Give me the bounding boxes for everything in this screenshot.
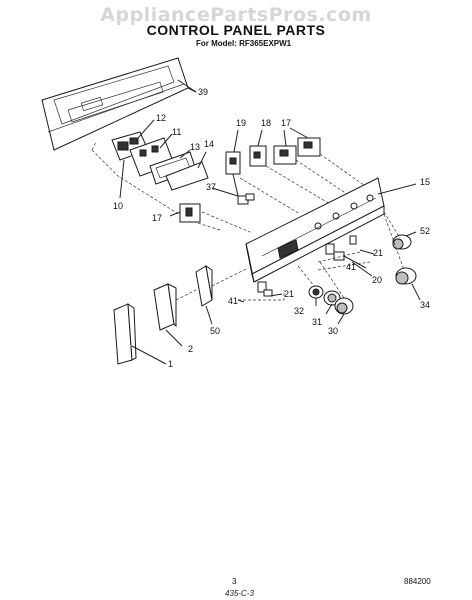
part-50-side-bracket — [195, 264, 249, 307]
part-37-clip — [237, 193, 255, 205]
callout-21-upper: 21 — [373, 248, 384, 258]
diagram-title: CONTROL PANEL PARTS — [146, 22, 326, 38]
callout-12: 12 — [156, 113, 167, 123]
rotary-switches — [225, 137, 321, 197]
callout-41-lower: 41 — [228, 296, 239, 306]
callout-31: 31 — [312, 317, 323, 327]
brackets-21-41 — [317, 235, 371, 271]
callout-1: 1 — [168, 359, 174, 369]
callout-14: 14 — [204, 139, 215, 149]
callout-34: 34 — [420, 300, 431, 310]
part-15-control-panel — [245, 177, 385, 283]
callout-30: 30 — [328, 326, 339, 336]
model-subtitle: For Model: RF365EXPW1 — [196, 39, 292, 48]
switch-cluster — [111, 131, 209, 191]
handwritten-note: 435-C-3 — [225, 589, 254, 598]
callout-13: 13 — [190, 142, 201, 152]
right-knobs — [392, 234, 417, 285]
part-2-end-cap — [153, 283, 197, 331]
part-1-end-trim — [113, 303, 137, 365]
callout-32: 32 — [294, 306, 305, 316]
callout-21-lower: 21 — [284, 289, 295, 299]
callout-41-upper: 41 — [346, 262, 357, 272]
leader-lines — [119, 79, 421, 365]
callout-37: 37 — [206, 182, 217, 192]
callout-52: 52 — [420, 226, 431, 236]
page-number: 3 — [232, 577, 237, 586]
callout-10: 10 — [113, 201, 124, 211]
callout-39: 39 — [198, 87, 209, 97]
watermark: AppliancePartsPros.com — [100, 4, 372, 26]
document-code: 884200 — [404, 577, 431, 586]
callout-17-upper: 17 — [281, 118, 292, 128]
part-39-rear-panel — [41, 57, 197, 151]
callout-2: 2 — [188, 344, 194, 354]
part-17-lower-switch — [169, 203, 201, 223]
callout-11: 11 — [172, 127, 182, 137]
callout-18: 18 — [261, 118, 272, 128]
callout-17-lower: 17 — [152, 213, 163, 223]
callout-20: 20 — [372, 275, 383, 285]
brackets-41-21-lower — [238, 281, 285, 301]
callout-15: 15 — [420, 177, 431, 187]
callout-50: 50 — [210, 326, 221, 336]
callout-19: 19 — [236, 118, 247, 128]
